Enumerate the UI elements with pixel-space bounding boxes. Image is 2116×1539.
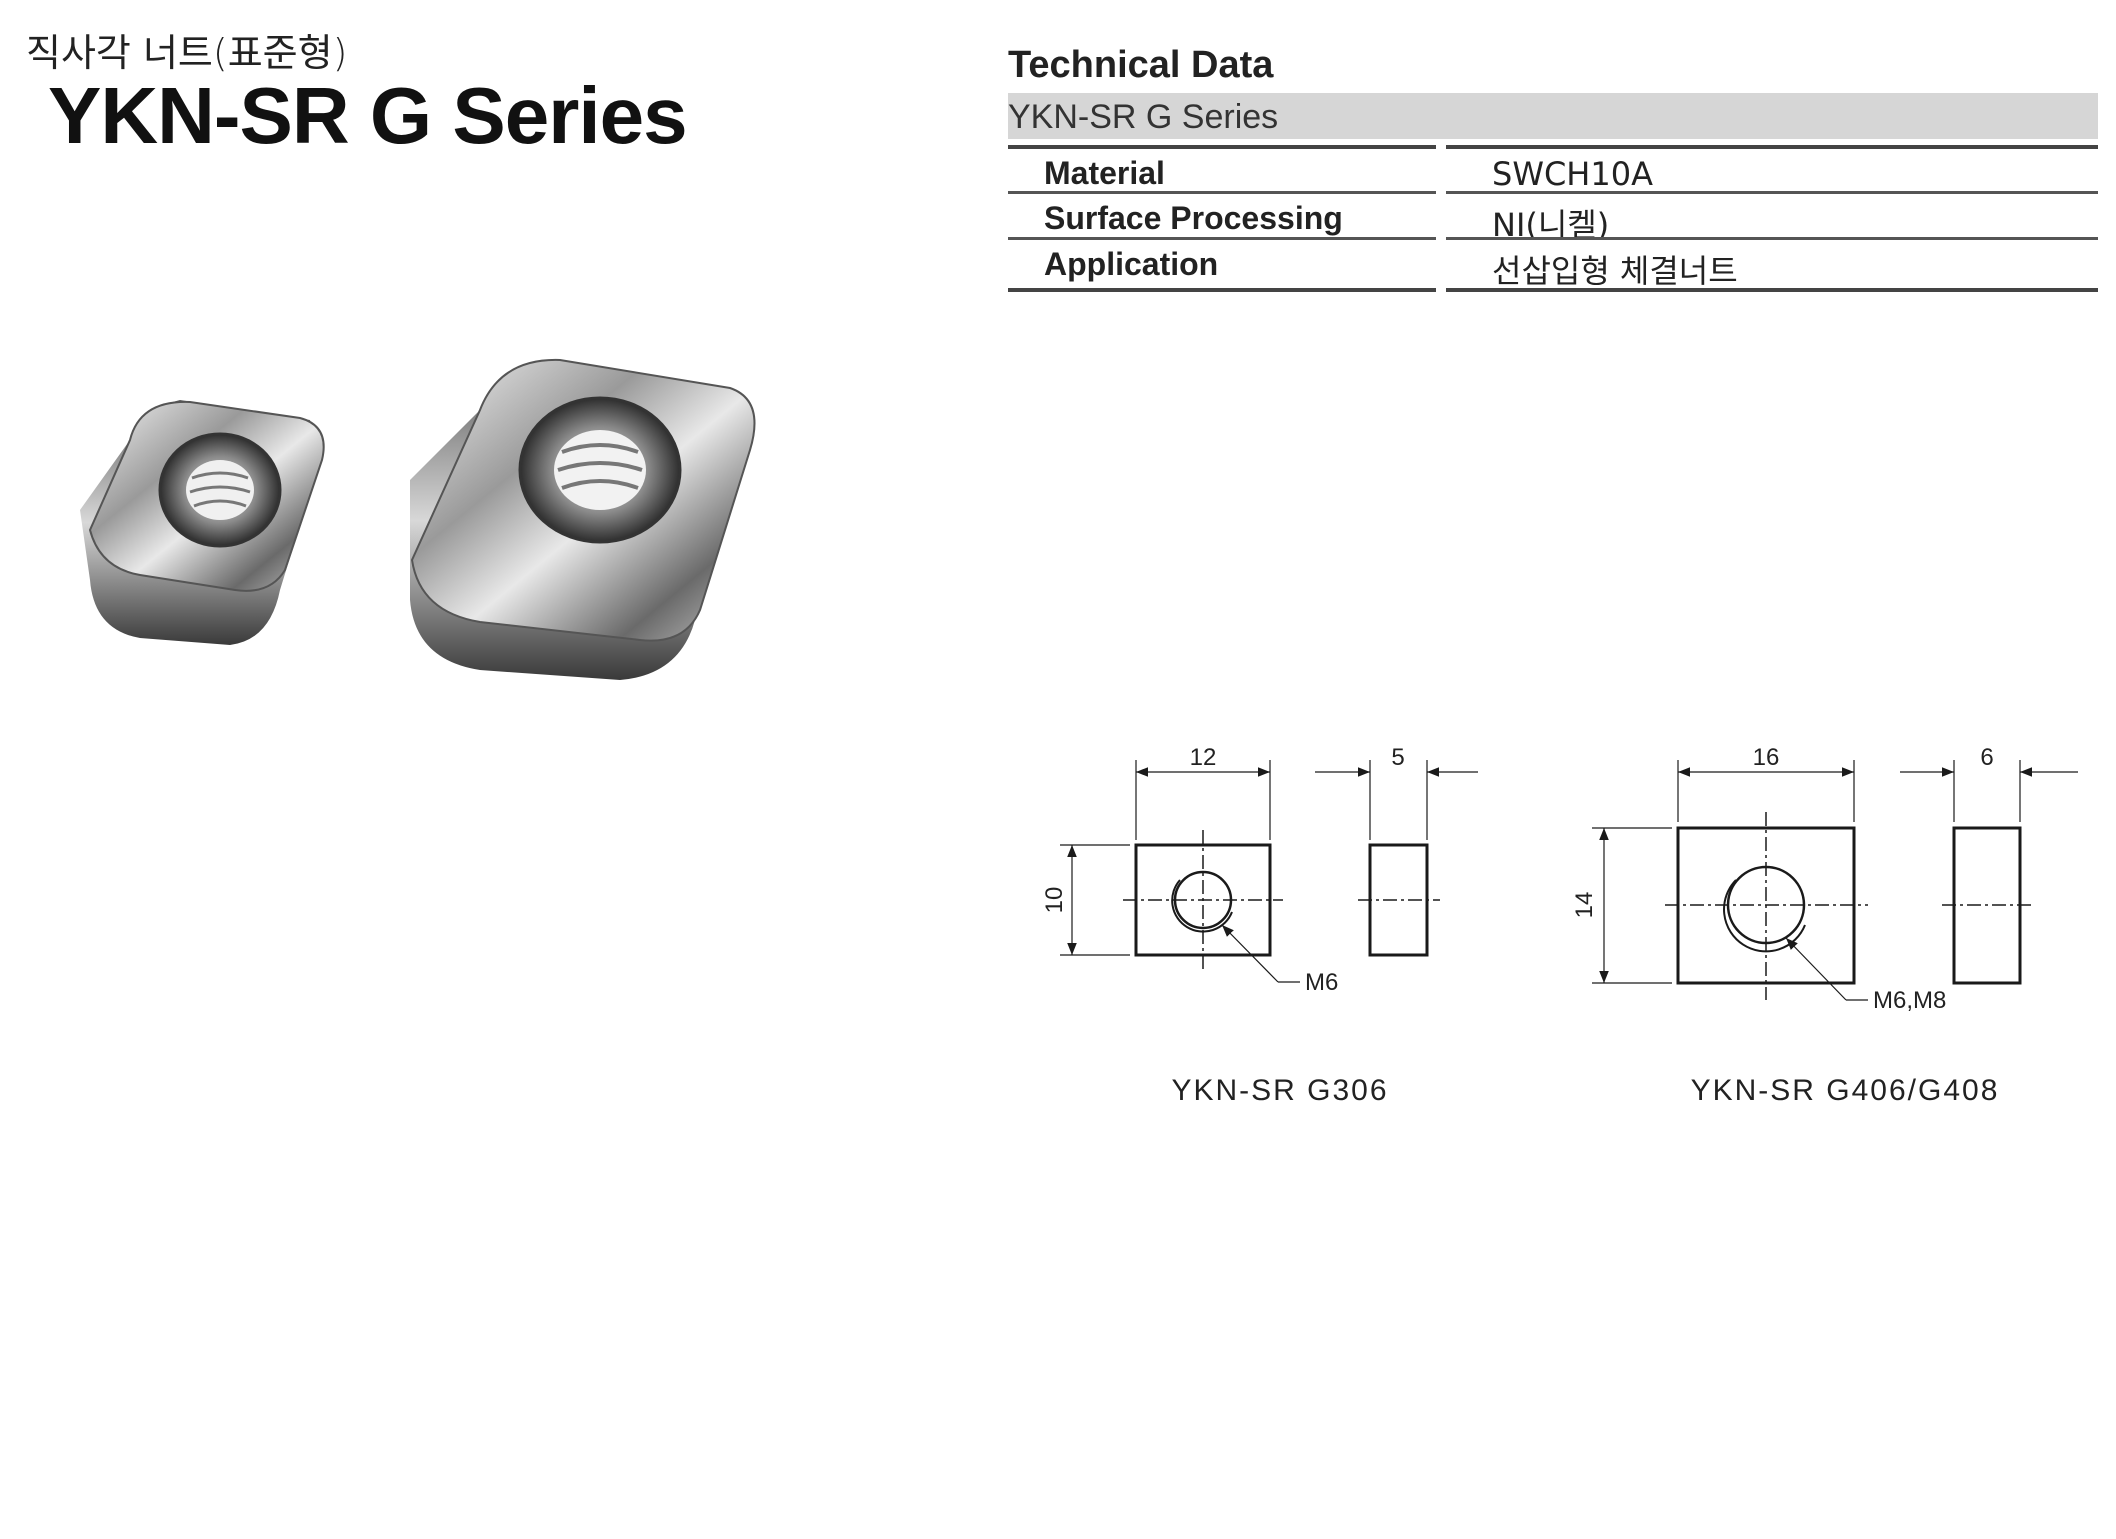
product-photo [80, 358, 756, 680]
large-nut [410, 358, 756, 680]
spec-row: Surface Processing NI(니켈) [1008, 191, 2098, 244]
g406-thickness-label: 6 [1980, 744, 1993, 771]
g406-width-label: 16 [1753, 744, 1780, 771]
technical-drawings: 12 10 M6 5 YKN-SR G306 16 [1041, 744, 2078, 1107]
spec-row: Application 선삽입형 체결너트 [1008, 237, 2098, 290]
spec-value: SWCH10A [1492, 155, 1653, 193]
spec-row: Material SWCH10A [1008, 145, 2098, 193]
spec-table: Material SWCH10A Surface Processing NI(니… [1008, 145, 2098, 290]
spec-label: Material [1044, 155, 1165, 191]
drawing-g406: 16 14 M6,M8 6 YKN-SR G406/G408 [1571, 744, 2078, 1107]
page-title: YKN-SR G Series [48, 71, 688, 160]
spec-label: Surface Processing [1044, 200, 1343, 236]
drawing-g306: 12 10 M6 5 YKN-SR G306 [1041, 744, 1478, 1107]
spec-label: Application [1044, 246, 1219, 282]
g306-thread-label: M6 [1305, 969, 1338, 996]
g406-thread-label: M6,M8 [1873, 987, 1946, 1014]
g306-thickness-label: 5 [1391, 744, 1404, 771]
series-band: YKN-SR G Series [1008, 93, 2098, 139]
technical-data-title: Technical Data [1008, 44, 1274, 86]
g306-height-label: 10 [1041, 887, 1068, 914]
series-label: YKN-SR G Series [1008, 98, 1279, 136]
spec-table-bottom-rule [1008, 288, 2098, 294]
korean-subtitle: 직사각 너트(표준형) [26, 31, 348, 75]
g406-caption: YKN-SR G406/G408 [1691, 1074, 2000, 1107]
small-nut [80, 400, 325, 645]
g306-width-label: 12 [1190, 744, 1217, 771]
g306-caption: YKN-SR G306 [1171, 1074, 1388, 1107]
spec-value: 선삽입형 체결너트 [1492, 252, 1738, 290]
g406-height-label: 14 [1571, 892, 1598, 919]
